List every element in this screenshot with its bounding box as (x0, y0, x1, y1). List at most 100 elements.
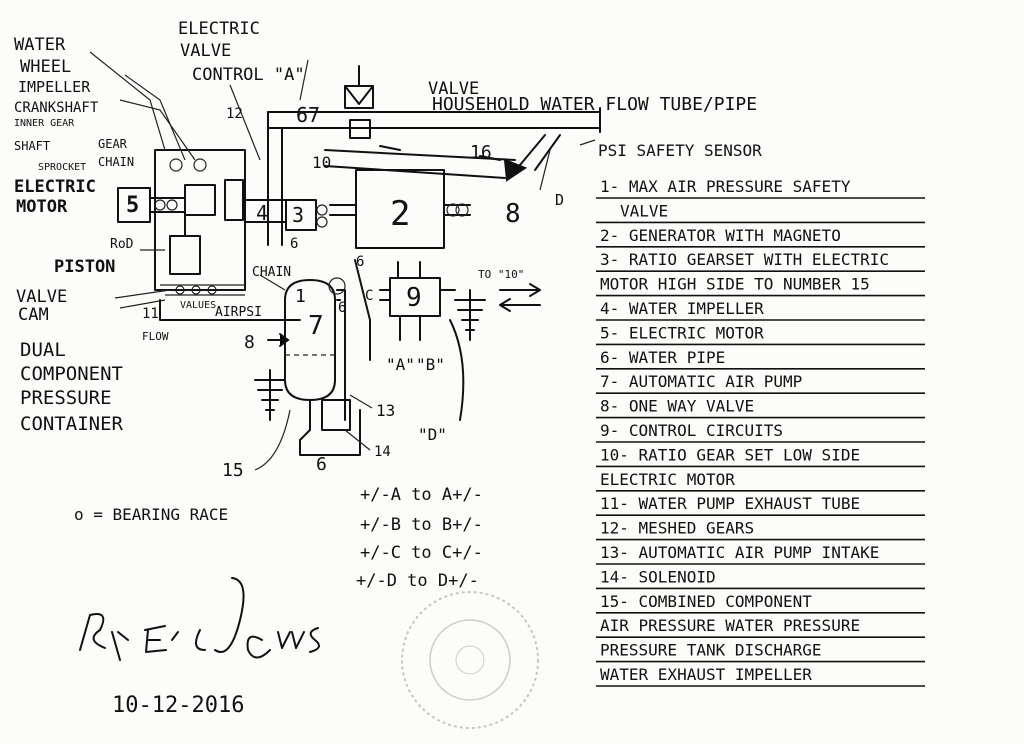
legend-item: 15- COMBINED COMPONENT (600, 592, 812, 611)
label-air-psi: AIRPSI (215, 305, 262, 320)
num-10: 10 (312, 153, 331, 172)
leader-lines (89, 51, 596, 471)
label-crankshaft: CRANKSHAFT (14, 100, 99, 116)
legend-item: 11- WATER PUMP EXHAUST TUBE (600, 494, 860, 513)
label-electric-valve-1: ELECTRIC (178, 19, 260, 39)
connection-c: +/-C to C+/- (360, 543, 483, 563)
signature-date: 10-12-2016 (112, 693, 244, 718)
num-6c: 6 (338, 300, 346, 316)
label-water-wheel-1: WATER (14, 35, 66, 55)
legend-item: 12- MESHED GEARS (600, 519, 754, 538)
label-piston: PISTON (54, 257, 115, 277)
num-12: 12 (226, 106, 243, 122)
label-valve-cam-2: CAM (18, 305, 49, 325)
connection-d: +/-D to D+/- (356, 571, 479, 591)
legend-item: 3- RATIO GEARSET WITH ELECTRIC (600, 250, 889, 269)
num-6-15: 6 (290, 236, 298, 252)
label-rod: RoD (110, 237, 134, 252)
label-b: "B" (416, 355, 445, 374)
legend-item: 9- CONTROL CIRCUITS (600, 421, 783, 440)
legend-item: 10- RATIO GEAR SET LOW SIDE (600, 445, 860, 464)
num-6b: 6 (316, 454, 327, 475)
num-2: 2 (390, 194, 410, 234)
num-7: 7 (308, 311, 324, 341)
legend-item: 14- SOLENOID (600, 567, 716, 586)
bearing-race-icon (316, 216, 328, 228)
bearing-race-icon (316, 204, 328, 216)
engine-assembly (117, 149, 301, 321)
label-gear: GEAR (98, 137, 128, 151)
num-13: 13 (376, 401, 395, 420)
household-pipe (267, 107, 601, 246)
label-valve-cam-1: VALVE (16, 287, 67, 307)
legend-item: 8- ONE WAY VALVE (600, 397, 754, 416)
corporate-seal-icon (401, 591, 539, 729)
label-psi-sensor: PSI SAFETY SENSOR (598, 141, 762, 160)
label-values: VALUES (180, 300, 216, 311)
num-16: 16 (470, 142, 492, 163)
legend-item: PRESSURE TANK DISCHARGE (600, 641, 822, 660)
label-c-callout: C (365, 288, 373, 304)
label-dual-3: PRESSURE (20, 387, 112, 409)
legend-item: 5- ELECTRIC MOTOR (600, 323, 764, 342)
bearing-race-icon (455, 203, 469, 217)
label-electric-valve-3: CONTROL "A" (192, 65, 305, 85)
label-sprocket: SPROCKET (38, 162, 86, 173)
label-to-10: TO "10" (478, 268, 524, 281)
num-67: 67 (296, 103, 320, 127)
num-4: 4 (256, 201, 268, 225)
generator-shaft (329, 204, 471, 216)
legend-item: 1- MAX AIR PRESSURE SAFETY (600, 177, 851, 196)
pressure-container (284, 277, 361, 456)
label-bearing-race: o = BEARING RACE (74, 505, 228, 524)
num-1: 1 (295, 286, 306, 307)
num-15: 15 (222, 460, 244, 481)
legend-item: ELECTRIC MOTOR (600, 470, 735, 489)
label-inner-gear: INNER GEAR (14, 118, 75, 129)
label-electric-motor-1: ELECTRIC (14, 177, 96, 197)
signature-block: 10-12-2016 (79, 577, 320, 718)
legend-item: 7- AUTOMATIC AIR PUMP (600, 372, 802, 391)
legend-item: MOTOR HIGH SIDE TO NUMBER 15 (600, 275, 870, 294)
legend-item: AIR PRESSURE WATER PRESSURE (600, 616, 860, 635)
connection-b: +/-B to B+/- (360, 515, 483, 535)
label-chain-top: CHAIN (98, 155, 134, 169)
flow-arrows (499, 283, 541, 312)
label-shaft: SHAFT (14, 139, 50, 153)
label-water-wheel-3: IMPELLER (18, 78, 91, 96)
legend-item: VALVE (620, 201, 668, 220)
legend-item: 2- GENERATOR WITH MAGNETO (600, 226, 841, 245)
label-valve: VALVE (428, 79, 479, 99)
label-d: "D" (418, 425, 447, 444)
label-dual-1: DUAL (20, 339, 66, 361)
legend-item: 6- WATER PIPE (600, 348, 725, 367)
label-water-wheel-2: WHEEL (20, 57, 71, 77)
num-11: 11 (142, 306, 159, 322)
ratio-gearset-box (285, 199, 317, 231)
num-9: 9 (406, 283, 422, 313)
label-chain-mid: CHAIN (252, 265, 291, 280)
connection-a: +/-A to A+/- (360, 485, 483, 505)
label-dual-2: COMPONENT (20, 363, 123, 385)
one-way-valve-8 (503, 158, 528, 182)
label-d-callout: D (555, 191, 564, 209)
legend-item: WATER EXHAUST IMPELLER (600, 665, 812, 684)
label-household-pipe: HOUSEHOLD WATER FLOW TUBE/PIPE (432, 94, 757, 115)
num-8b: 8 (244, 332, 255, 353)
label-dual-4: CONTAINER (20, 413, 124, 435)
control-circuits (354, 259, 465, 421)
bearing-race-icon (446, 203, 460, 217)
legend-item: 13- AUTOMATIC AIR PUMP INTAKE (600, 543, 879, 562)
label-electric-motor-2: MOTOR (16, 197, 68, 217)
handwritten-signature (79, 613, 129, 661)
num-14: 14 (374, 444, 391, 460)
ground-symbols (254, 289, 486, 421)
num-6a: 6 (356, 254, 364, 270)
generator-box (355, 169, 445, 249)
legend-item: 4- WATER IMPELLER (600, 299, 764, 318)
num-5: 5 (126, 193, 139, 218)
flow-arrow-icon (267, 333, 290, 347)
label-electric-valve-2: VALVE (180, 41, 231, 61)
